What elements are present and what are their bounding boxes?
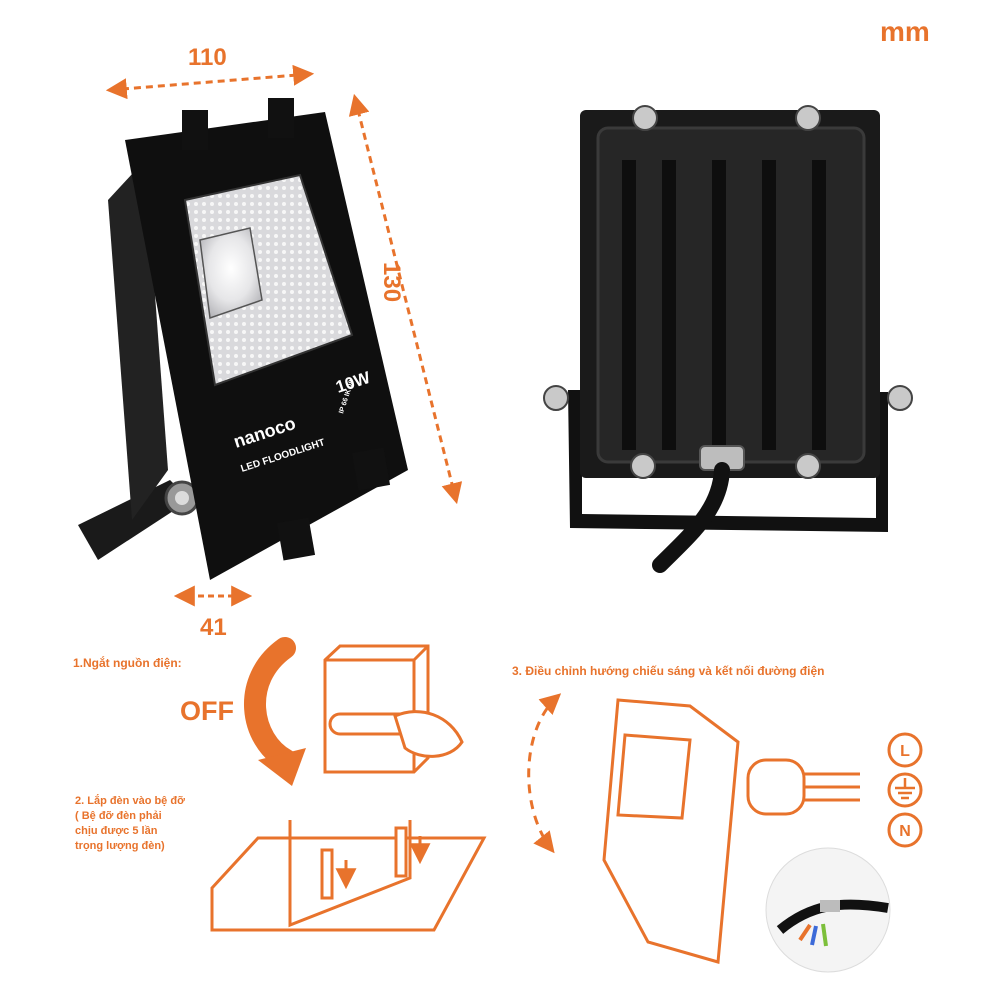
step2-line: chịu được 5 lần [75,825,158,837]
heat-sink-fins [622,160,826,450]
top-clip [268,98,294,138]
adjust-angle-arrow [527,693,562,854]
top-clip [182,110,208,150]
neutral-terminal-label: N [899,823,911,840]
step1-illustration [244,637,464,786]
screw-icon [795,453,821,479]
width-dimension-line [105,64,315,100]
bracket-knob-left [543,385,569,411]
housing-side [108,160,168,520]
live-terminal-label: L [900,743,910,760]
mounting-bracket [78,480,190,560]
unit-label: mm [880,16,930,47]
bottom-clip [276,517,316,561]
bracket-knob-right [887,385,913,411]
step2-text: 2. Lắp đèn vào bệ đỡ ( Bệ đỡ đèn phải ch… [75,794,185,854]
rotate-arrowhead-icon [258,748,306,786]
rotate-arrow-icon [244,637,297,771]
power-cable [652,462,730,573]
live-terminal-icon [887,732,923,768]
bracket-knob-cap [175,491,189,505]
screw-icon [320,848,334,900]
screw-icon [632,105,658,131]
mounting-bracket-back [568,390,888,532]
ground-terminal-icon [887,772,923,808]
mounting-surface-icon [210,836,487,932]
screw-icon [394,826,408,878]
hand-icon [393,710,464,758]
back-floodlight-view [543,105,913,573]
step2-line: 2. Lắp đèn vào bệ đỡ [75,795,185,807]
height-dimension-line [348,93,463,505]
screw-icon [795,105,821,131]
step3-text: 3. Điều chỉnh hướng chiếu sáng và kết nố… [512,664,825,678]
height-dimension-label: 130 [378,262,405,303]
width-dimension-label: 110 [188,44,227,71]
bottom-clip [351,447,391,491]
off-label: OFF [180,696,234,726]
cable-end-icon [746,758,806,816]
screw-icon [630,453,656,479]
step1-text: 1.Ngắt nguồn điện: [73,656,182,670]
front-floodlight-view: nanoco LED FLOODLIGHT 10W IP 66 IK 08 [78,98,408,580]
step2-line: ( Bệ đỡ đèn phải [75,810,162,822]
led-chip-panel [199,227,263,320]
depth-dimension-label: 41 [200,614,227,641]
lamp-window-icon [616,733,692,820]
neutral-terminal-icon [887,812,923,848]
step2-illustration [210,820,487,932]
step2-line: trọng lượng đèn) [75,840,165,852]
step3-illustration: L N [527,693,923,973]
